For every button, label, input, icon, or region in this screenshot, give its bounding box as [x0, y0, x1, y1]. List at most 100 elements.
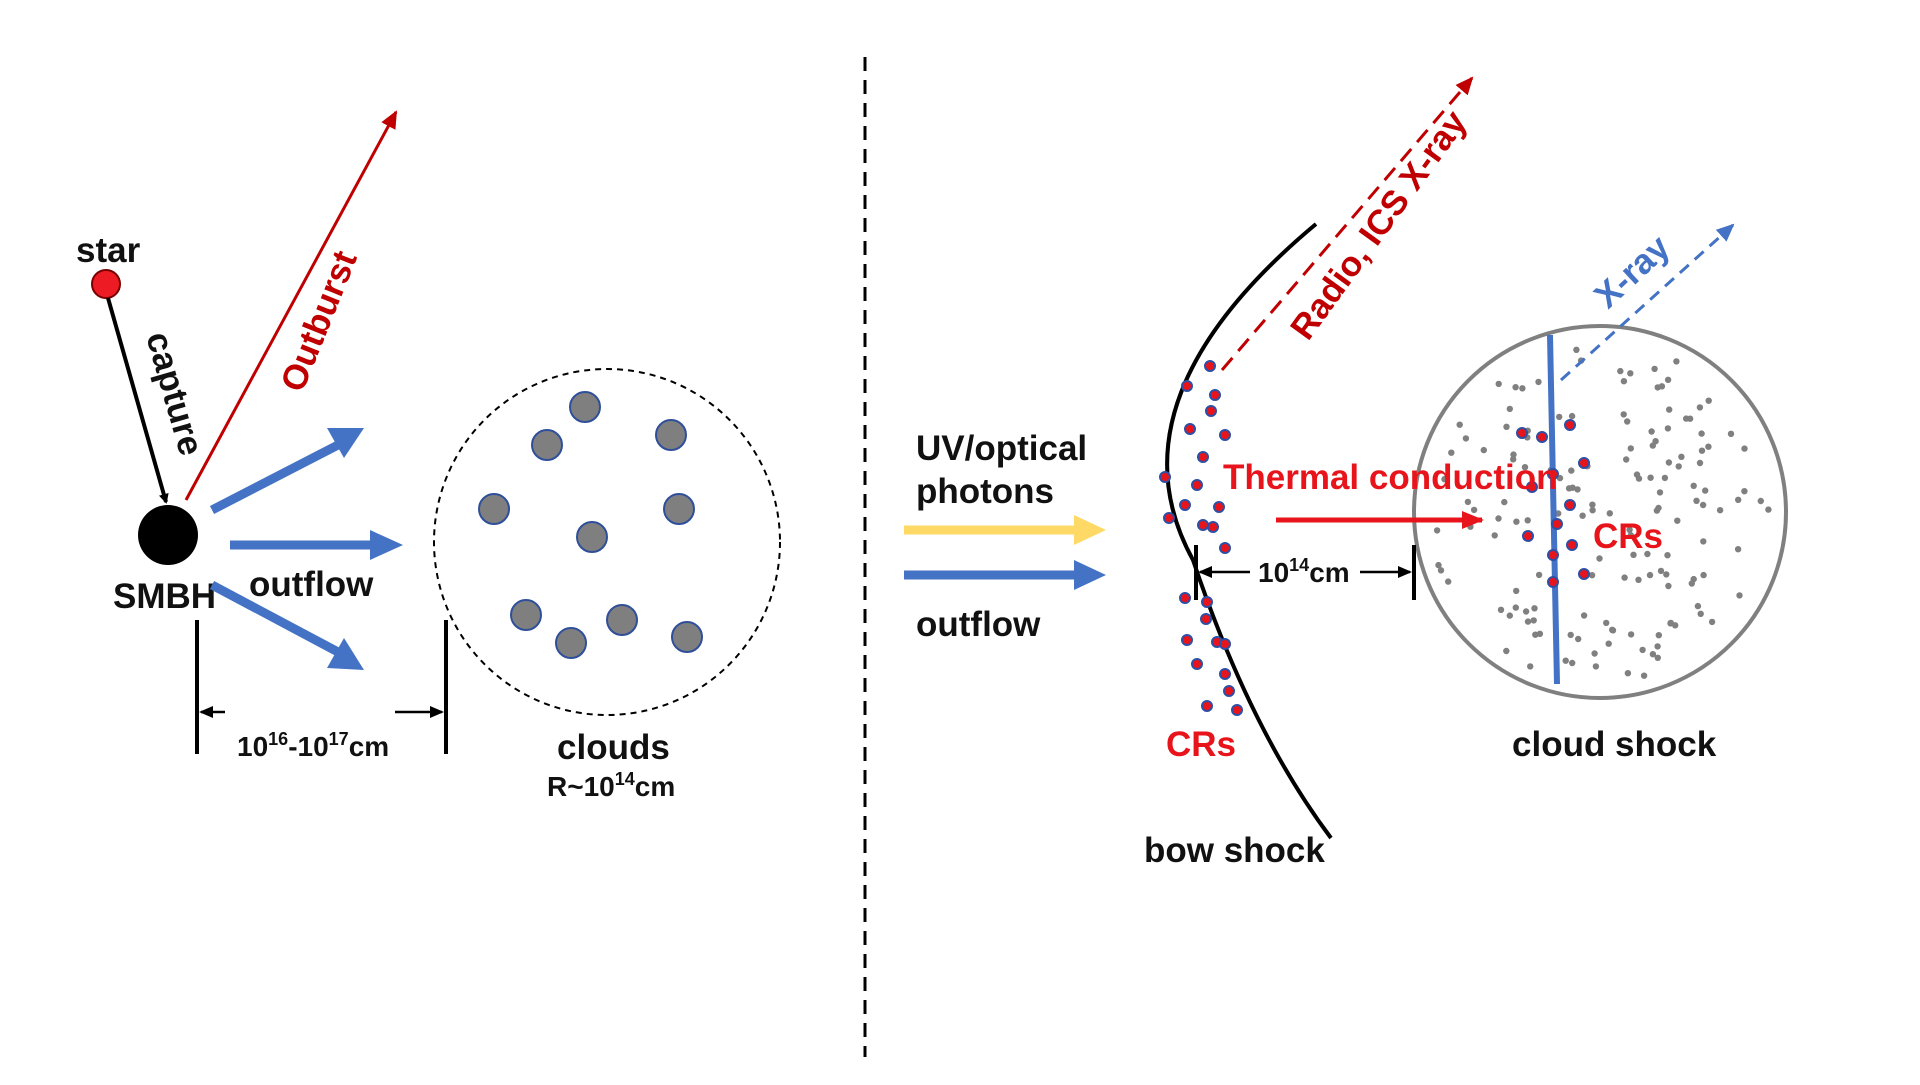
clouds-region	[433, 368, 781, 716]
cloud-particle	[1506, 612, 1514, 619]
cloud-particle	[1696, 404, 1704, 411]
cloud-particle	[1644, 550, 1651, 558]
cr-particle	[1551, 518, 1563, 530]
cloud-particle	[1674, 517, 1681, 524]
distance-bracket	[195, 620, 448, 754]
cloud-particle	[1524, 618, 1532, 625]
cloud-shock-region	[1412, 324, 1788, 700]
cloud-particle	[1519, 385, 1526, 392]
cloud-blob	[510, 599, 542, 631]
cloud-particle	[1678, 453, 1685, 460]
left-panel: star capture Outburst SMBH outflow 101	[76, 110, 781, 802]
cr-particle	[1201, 596, 1213, 608]
cloud-blob	[569, 391, 601, 423]
cr-particle	[1200, 613, 1212, 625]
cloud-particle	[1665, 459, 1673, 466]
cloud-particle	[1654, 654, 1662, 661]
cloud-particle	[1627, 445, 1635, 452]
cloud-particle	[1501, 498, 1508, 506]
cloud-particle	[1690, 575, 1697, 583]
cloud-particle	[1627, 631, 1635, 638]
cloud-particle	[1663, 571, 1670, 578]
right-panel: UV/optical photons outflow Radio, ICS X-…	[904, 76, 1788, 870]
bow-shock-label: bow shock	[1144, 831, 1325, 870]
cloud-particle	[1480, 446, 1488, 454]
cloud-particle	[1639, 646, 1646, 654]
cloud-particle	[1664, 552, 1671, 559]
cloud-particle	[1531, 605, 1538, 612]
cloud-particle	[1664, 376, 1672, 383]
cloud-particle	[1495, 380, 1502, 388]
cloud-particle	[1735, 496, 1742, 503]
star-label: star	[76, 231, 141, 270]
cloud-particle	[1698, 430, 1705, 437]
cloud-particle	[1441, 476, 1448, 483]
cr-particle	[1191, 479, 1203, 491]
cr-particle	[1184, 423, 1196, 435]
cloud-particle	[1589, 501, 1596, 508]
cloud-particle	[1635, 475, 1643, 482]
cloud-particle	[1627, 370, 1634, 377]
cloud-particle	[1651, 365, 1658, 373]
radio-arrow	[1220, 76, 1474, 371]
cloud-particle	[1696, 459, 1704, 467]
smbh-label: SMBH	[113, 577, 216, 616]
cloud-particle	[1657, 567, 1665, 575]
cloud-particle	[1727, 430, 1735, 437]
cr-particle	[1181, 380, 1193, 392]
clouds-radius-label: R~1014cm	[547, 769, 675, 802]
cloud-particle	[1535, 378, 1542, 386]
cloud-particle	[1491, 532, 1498, 539]
cloud-particle	[1510, 456, 1517, 463]
outflow-arrow-down-head	[327, 638, 364, 670]
cloud-particle	[1621, 574, 1628, 581]
cloud-particle	[1565, 485, 1573, 492]
cloud-particle	[1665, 582, 1672, 590]
cr-particle	[1566, 539, 1578, 551]
cr-particle	[1231, 704, 1243, 716]
clouds-label: clouds	[557, 728, 670, 767]
cloud-particle	[1609, 627, 1617, 634]
cloud-particle	[1535, 571, 1543, 579]
cloud-particle	[1462, 435, 1470, 442]
cloud-particle	[1464, 498, 1472, 506]
cr-particle	[1564, 499, 1576, 511]
cloud-particle	[1626, 526, 1633, 533]
cloud-particle	[1521, 464, 1529, 471]
cloud-particle	[1497, 606, 1505, 613]
cloud-particle	[1556, 413, 1563, 421]
cloud-particle	[1575, 635, 1582, 643]
cr-particle	[1179, 592, 1191, 604]
outflow-label-left: outflow	[249, 565, 374, 604]
cloud-particle	[1705, 397, 1712, 404]
cloud-particle	[1654, 643, 1661, 650]
cloud-particle	[1673, 358, 1680, 365]
cloud-particle	[1530, 617, 1537, 624]
cloud-particle	[1603, 619, 1610, 627]
cloud-particle	[1467, 523, 1474, 530]
uv-label-line2: photons	[916, 472, 1054, 511]
cloud-particle	[1697, 610, 1704, 617]
cloud-particle	[1456, 421, 1463, 428]
cr-particle	[1163, 512, 1175, 524]
cloud-particle	[1700, 538, 1707, 545]
cr-particle	[1547, 576, 1559, 588]
cr-particle	[1219, 638, 1231, 650]
cloud-particle	[1503, 647, 1510, 655]
cloud-particle	[1522, 608, 1530, 615]
cloud-particle	[1694, 602, 1702, 610]
cloud-particle	[1654, 384, 1661, 391]
cr-particle	[1201, 700, 1213, 712]
outflow-arrow-up	[209, 441, 341, 514]
cr-dots-cloud	[1516, 419, 1590, 588]
thermal-conduction-label: Thermal conduction	[1223, 458, 1557, 497]
cloud-particle	[1513, 518, 1520, 525]
cr-particle	[1547, 468, 1559, 480]
outflow-arrow-up-head	[327, 428, 364, 458]
cloud-particle	[1708, 618, 1716, 626]
cr-particle	[1536, 431, 1548, 443]
cloud-particle	[1506, 405, 1514, 413]
capture-arrow	[106, 297, 169, 504]
